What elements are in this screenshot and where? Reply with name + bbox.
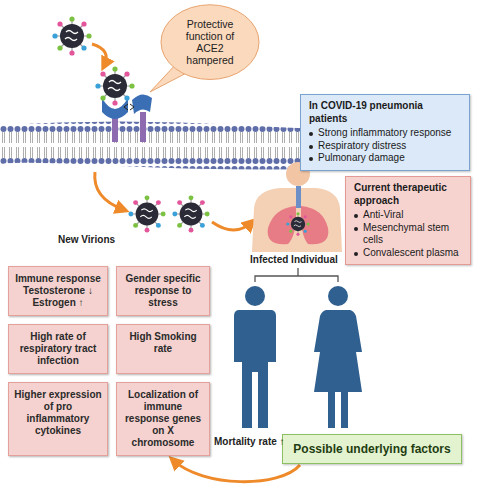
virion-label: New Virions [58, 234, 115, 245]
box-heading: In COVID-19 pneumonia patients [309, 100, 461, 125]
bullet-dot [309, 132, 313, 136]
therapy-box: Current therapeutic approachAnti-ViralMe… [345, 176, 471, 265]
factor-box: High Smoking rate [116, 324, 210, 374]
bullet-item: Convalescent plasma [354, 247, 462, 260]
bullet-item: Pulmonary damage [309, 152, 461, 165]
symptom-box: In COVID-19 pneumonia patientsStrong inf… [300, 94, 470, 171]
box-heading: Higher expression of pro inflammatory cy… [14, 389, 102, 437]
bullet-dot [354, 214, 358, 218]
mortality-label: Mortality rate ↑ [214, 436, 285, 447]
box-heading: Gender specific response to stress [122, 273, 204, 309]
factor-box: Higher expression of pro inflammatory cy… [8, 382, 108, 456]
box-heading: Possible underlying factors [289, 442, 455, 456]
box-heading: Protective function of ACE2 hampered [173, 18, 247, 66]
factor-box: High rate of respiratory tract infection [8, 324, 108, 374]
speech-bubble: Protective function of ACE2 hampered [160, 4, 260, 80]
curved-arrow [173, 460, 300, 482]
bullet-dot [309, 145, 313, 149]
factor-box: Localization of immune response genes on… [116, 382, 210, 456]
summary-box: Possible underlying factors [282, 434, 462, 464]
box-text: Testosterone ↓ [14, 285, 102, 297]
box-text: Estrogen ↑ [14, 297, 102, 309]
bullet-item: Anti-Viral [354, 209, 462, 222]
box-heading: Immune response [14, 273, 102, 285]
box-heading: Localization of immune response genes on… [122, 389, 204, 449]
box-heading: High Smoking rate [122, 331, 204, 355]
individual-label: Infected Individual [250, 254, 338, 265]
bullet-item: Respiratory distress [309, 140, 461, 153]
bullet-item: Strong inflammatory response [309, 127, 461, 140]
factor-box: Immune responseTestosterone ↓Estrogen ↑ [8, 266, 108, 316]
bullet-dot [354, 252, 358, 256]
box-heading: Current therapeutic approach [354, 182, 462, 207]
box-heading: High rate of respiratory tract infection [14, 331, 102, 367]
bullet-dot [309, 157, 313, 161]
factor-box: Gender specific response to stress [116, 266, 210, 316]
bullet-dot [354, 227, 358, 231]
bullet-item: Mesenchymal stem cells [354, 222, 462, 247]
